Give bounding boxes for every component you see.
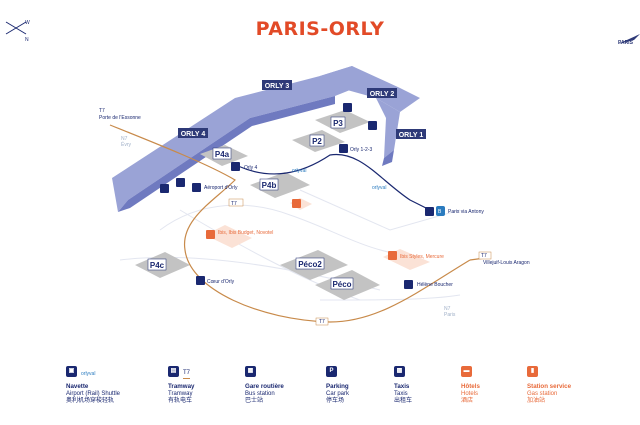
terminal-orly-4: ORLY 4 <box>181 131 206 138</box>
bus-station-icon <box>176 178 185 187</box>
label-t7-porte: T7 <box>99 108 105 114</box>
label-orlyval-1: orlyval <box>292 168 306 174</box>
legend-title: Navette <box>66 383 89 390</box>
parking-p3: P3 <box>333 119 343 128</box>
label-paris: Paris <box>444 312 456 318</box>
legend-line: Airport (Rail) Shuttle <box>66 390 121 397</box>
tram-icon: ▤ <box>168 366 179 377</box>
legend-line: 有轨电车 <box>168 398 193 405</box>
legend-t7: T7 <box>183 370 191 379</box>
label-n7-evry: N7 <box>121 136 128 142</box>
bus-icon: ▣ <box>66 366 77 377</box>
parking-p4b: P4b <box>262 181 277 190</box>
logo-text: PARIS <box>618 40 633 46</box>
tram-icon <box>404 280 413 289</box>
legend-line: Hotels <box>461 390 479 397</box>
hotel-icon <box>206 230 215 239</box>
legend: ▣orlyval Navette Airport (Rail) Shuttle … <box>0 366 640 421</box>
legend-title: Hôtels <box>461 383 480 390</box>
rer-icon <box>425 207 434 216</box>
legend-title: Tramway <box>168 383 195 390</box>
bus-icon <box>343 103 352 112</box>
label-helene: Hélène Boucher <box>417 282 453 288</box>
label-villejuif: Villejuif-Louis Aragon <box>483 260 530 266</box>
orlyval-stop-icon <box>231 162 240 171</box>
parking-p2: P2 <box>312 137 322 146</box>
legend-line: 巴士站 <box>245 398 264 405</box>
terminal-orly-1: ORLY 1 <box>399 132 424 139</box>
legend-title: Station service <box>527 383 572 390</box>
label-hotel2: Ibis Styles, Mercure <box>400 254 444 260</box>
compass-west: W <box>25 20 30 26</box>
label-n7-paris: N7 <box>444 306 451 312</box>
label-t7-bottom: T7 <box>319 319 325 325</box>
legend-line: Tramway <box>168 390 193 397</box>
parking-p4c: P4c <box>150 261 165 270</box>
legend-tramway: ▤ T7 Tramway Tramway 有轨电车 <box>168 366 194 406</box>
legend-line: 酒店 <box>461 398 474 405</box>
label-coeur: Cœur d'Orly <box>207 279 235 285</box>
fuel-icon: ▮ <box>527 366 538 377</box>
terminal-orly-2: ORLY 2 <box>370 91 395 98</box>
orlyval-stop-icon <box>339 144 348 153</box>
parking-p4a: P4a <box>215 150 230 159</box>
legend-title: Taxis <box>394 383 410 390</box>
legend-title: Gare routière <box>245 383 284 390</box>
legend-hotels: ▬ Hôtels Hotels 酒店 <box>461 366 480 406</box>
airport-logo <box>618 34 640 44</box>
compass-north: N <box>25 37 29 43</box>
legend-line: Gas station <box>527 390 558 397</box>
legend-line: Car park <box>326 390 350 397</box>
label-orly123-stop: Orly 1-2-3 <box>350 147 372 153</box>
map-title: PARIS-ORLY <box>255 18 385 40</box>
fuel-icon <box>292 199 301 208</box>
legend-line: Taxis <box>394 390 408 397</box>
tram-icon <box>192 183 201 192</box>
label-t7-right: T7 <box>481 253 487 259</box>
label-rer-b: B <box>438 209 442 215</box>
legend-bus-station: ▦ Gare routière Bus station 巴士站 <box>245 366 284 406</box>
legend-line: 加油站 <box>527 398 546 405</box>
label-rer-text: Paris via Antony <box>448 209 484 215</box>
parking-peco2: Péco2 <box>298 260 322 269</box>
tram-icon <box>196 276 205 285</box>
label-hotel1: Ibis, Ibis Budget, Novotel <box>218 230 273 236</box>
legend-line: 出租车 <box>394 398 413 405</box>
label-evry: Évry <box>121 141 132 148</box>
rer-b-icon <box>436 206 445 216</box>
legend-parking: P Parking Car park 停车场 <box>326 366 349 406</box>
label-t7-top: T7 <box>231 201 237 207</box>
hotel-icon <box>388 251 397 260</box>
label-porte-essonne: Porte de l'Essonne <box>99 115 141 121</box>
legend-line: Bus station <box>245 390 275 397</box>
bus-station-icon: ▦ <box>245 366 256 377</box>
legend-orlyval: orlyval <box>81 370 96 377</box>
label-orlyval-2: orlyval <box>372 185 386 191</box>
parking-peco: Péco <box>332 280 351 289</box>
parking-icon: P <box>326 366 337 377</box>
taxi-icon: ▩ <box>394 366 405 377</box>
hotel-icon: ▬ <box>461 366 472 377</box>
bus-icon <box>160 184 169 193</box>
legend-navette: ▣orlyval Navette Airport (Rail) Shuttle … <box>66 366 120 406</box>
legend-taxis: ▩ Taxis Taxis 出租车 <box>394 366 412 406</box>
label-orly4-stop: Orly 4 <box>244 165 258 171</box>
compass-icon: W N <box>5 20 30 43</box>
label-aeroport: Aéroport d'Orly <box>204 185 238 191</box>
legend-line: 停车场 <box>326 398 345 405</box>
terminal-orly-3: ORLY 3 <box>265 83 290 90</box>
legend-title: Parking <box>326 383 349 390</box>
legend-line: 奥利机场穿梭轻轨 <box>66 398 115 405</box>
legend-gas-station: ▮ Station service Gas station 加油站 <box>527 366 571 406</box>
taxi-icon <box>368 121 377 130</box>
